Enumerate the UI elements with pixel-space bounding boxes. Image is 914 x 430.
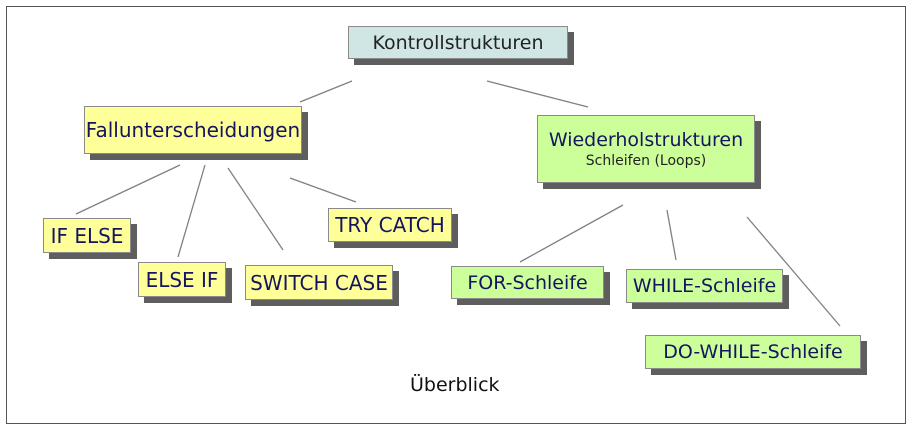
do-while-schleife-node: DO-WHILE-Schleife	[645, 335, 861, 369]
line-right-dowhile	[746, 216, 841, 327]
line-root-right	[486, 80, 589, 108]
wiederholstrukturen-node: Wiederholstrukturen Schleifen (Loops)	[537, 115, 755, 183]
root-node: Kontrollstrukturen	[348, 26, 568, 59]
line-left-switch	[227, 167, 284, 251]
wiederholstrukturen-sublabel: Schleifen (Loops)	[585, 153, 707, 169]
line-right-while	[666, 209, 677, 261]
root-label: Kontrollstrukturen	[372, 31, 544, 54]
line-left-elseif	[177, 164, 206, 258]
else-if-node: ELSE IF	[138, 262, 226, 297]
fallunterscheidungen-node: Fallunterscheidungen	[84, 106, 302, 154]
switch-case-label: SWITCH CASE	[250, 270, 388, 295]
if-else-node: IF ELSE	[43, 218, 131, 253]
try-catch-node: TRY CATCH	[328, 208, 452, 242]
else-if-label: ELSE IF	[145, 267, 219, 292]
line-root-left	[299, 80, 353, 103]
for-schleife-node: FOR-Schleife	[451, 266, 604, 299]
switch-case-node: SWITCH CASE	[245, 265, 393, 300]
caption: Überblick	[410, 374, 500, 396]
if-else-label: IF ELSE	[50, 223, 124, 248]
for-schleife-label: FOR-Schleife	[467, 271, 588, 294]
try-catch-label: TRY CATCH	[335, 213, 445, 237]
line-left-ifelse	[75, 164, 181, 215]
fallunterscheidungen-label: Fallunterscheidungen	[85, 118, 301, 142]
line-left-trycatch	[289, 177, 357, 203]
while-schleife-node: WHILE-Schleife	[626, 269, 783, 303]
wiederholstrukturen-label: Wiederholstrukturen	[548, 129, 744, 151]
do-while-schleife-label: DO-WHILE-Schleife	[663, 341, 843, 363]
while-schleife-label: WHILE-Schleife	[632, 275, 777, 297]
line-right-for	[519, 204, 624, 263]
